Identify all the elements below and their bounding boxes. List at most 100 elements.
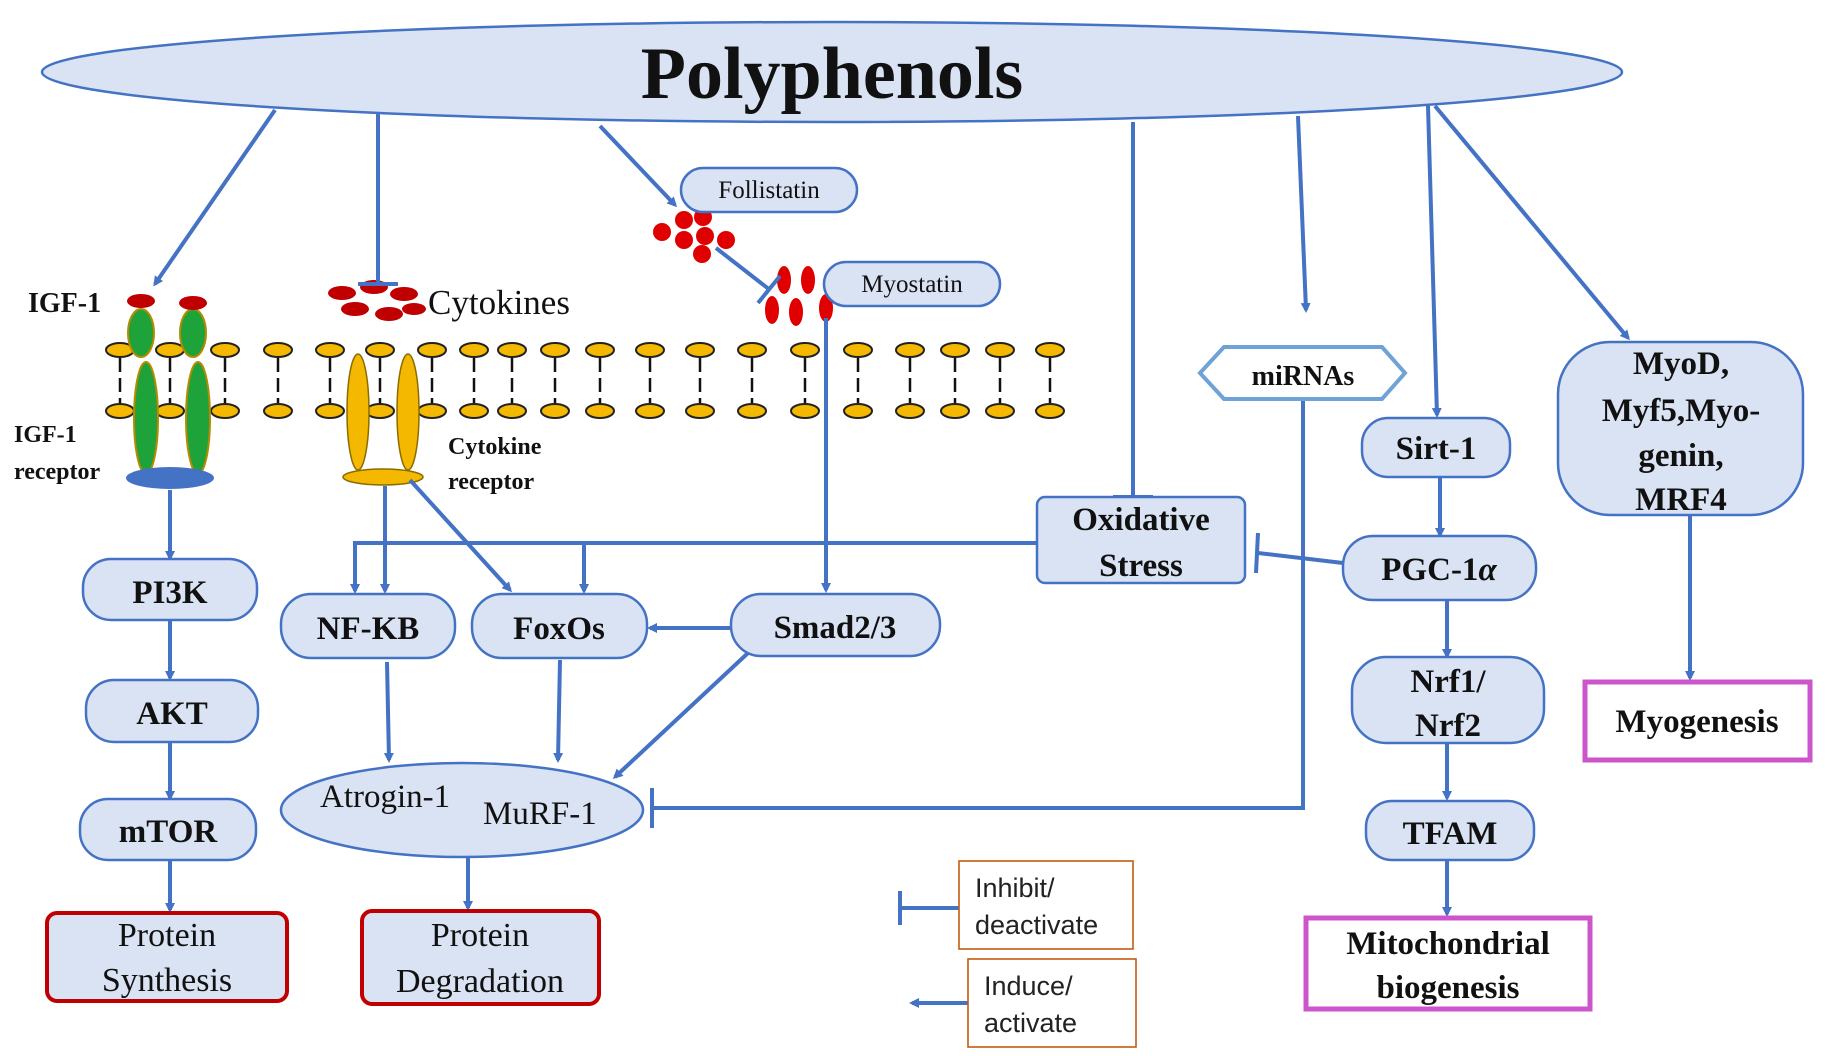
lipid-head-icon <box>263 342 293 358</box>
lipid-head-icon <box>417 403 447 419</box>
foxos-node: FoxOs <box>470 592 649 660</box>
myostatin-node: Myostatin <box>822 260 1002 308</box>
nrf-node: Nrf1/ Nrf2 <box>1350 655 1546 745</box>
lipid-head-icon <box>155 342 185 358</box>
lipid-molecule-icon <box>895 342 925 419</box>
lipid-head-icon <box>790 342 820 358</box>
lipid-head-icon <box>843 403 873 419</box>
mirnas-label: miRNAs <box>1252 361 1355 392</box>
lipid-head-icon <box>940 403 970 419</box>
lipid-head-icon <box>985 342 1015 358</box>
lipid-head-icon <box>635 342 665 358</box>
mtor-node: mTOR <box>78 797 258 862</box>
protein-degradation-outcome: Protein Degradation <box>360 909 601 1006</box>
nrf-label-line1: Nrf1/ <box>1410 664 1486 700</box>
pgc1a-node: PGC-1α <box>1341 534 1538 602</box>
foxos-label: FoxOs <box>513 611 605 647</box>
myostatin-cluster-icon <box>765 266 833 326</box>
cytokine-receptor-label-line2: receptor <box>448 469 535 495</box>
lipid-head-icon <box>315 403 345 419</box>
lipid-head-icon <box>737 342 767 358</box>
igf1-label: IGF-1 <box>28 288 101 319</box>
lipid-head-icon <box>210 403 240 419</box>
nrf-label-line2: Nrf2 <box>1415 708 1481 744</box>
edge-mirnas-atrogin <box>652 383 1305 810</box>
lipid-head-icon <box>365 403 395 419</box>
sirt1-label: Sirt-1 <box>1396 431 1477 467</box>
mitochondrial-label-line2: biogenesis <box>1376 970 1519 1006</box>
legend-induce-label-line2: activate <box>984 1008 1077 1038</box>
igf1-receptor-label-line2: receptor <box>14 459 101 485</box>
lipid-head-icon <box>940 342 970 358</box>
lipid-molecule-icon <box>540 342 570 419</box>
lipid-head-icon <box>685 403 715 419</box>
smad-node: Smad2/3 <box>729 592 942 658</box>
lipid-head-icon <box>155 403 185 419</box>
lipid-molecule-icon <box>365 342 395 419</box>
edge-polyphenols-myod <box>1433 104 1630 341</box>
lipid-molecule-icon <box>497 342 527 419</box>
myod-label-line1: MyoD, <box>1633 346 1729 382</box>
lipid-head-icon <box>1035 403 1065 419</box>
mtor-label: mTOR <box>119 814 219 850</box>
lipid-head-icon <box>843 342 873 358</box>
pi3k-label: PI3K <box>132 575 208 611</box>
legend-induce-label-line1: Induce/ <box>984 971 1073 1001</box>
edge-polyphenols-igf1 <box>153 108 277 287</box>
legend: Inhibit/ deactivate Induce/ activate <box>898 860 1137 1048</box>
lipid-molecule-icon <box>459 342 489 419</box>
lipid-molecule-icon <box>1035 342 1065 419</box>
edge-nfkb-atrogin <box>383 661 394 763</box>
protein-synthesis-label-line1: Protein <box>118 917 216 954</box>
edge-polyphenols-follistatin <box>598 124 678 208</box>
lipid-head-icon <box>895 403 925 419</box>
legend-inhibit: Inhibit/ deactivate <box>898 860 1134 950</box>
edge-polyphenols-sirt1 <box>1426 105 1442 418</box>
akt-label: AKT <box>136 696 208 732</box>
lipid-molecule-icon <box>635 342 665 419</box>
pgc1a-label: PGC-1α <box>1381 552 1497 588</box>
edge-foxos-atrogin <box>553 659 564 763</box>
lipid-molecule-icon <box>417 342 447 419</box>
lipid-head-icon <box>540 403 570 419</box>
cytokines-label: Cytokines <box>428 283 570 322</box>
lipid-head-icon <box>540 342 570 358</box>
edge-pgc-oxidative <box>1257 551 1344 565</box>
lipid-head-icon <box>790 403 820 419</box>
lipid-head-icon <box>985 403 1015 419</box>
lipid-head-icon <box>210 342 240 358</box>
oxidative-stress-label-line1: Oxidative <box>1072 502 1210 538</box>
protein-degradation-label-line2: Degradation <box>396 963 564 1000</box>
follistatin-label: Follistatin <box>718 177 820 204</box>
lipid-head-icon <box>497 403 527 419</box>
lipid-head-icon <box>459 342 489 358</box>
nfkb-label: NF-KB <box>317 611 420 647</box>
akt-node: AKT <box>84 678 260 744</box>
lipid-head-icon <box>365 342 395 358</box>
lipid-molecule-icon <box>105 342 135 419</box>
lipid-molecule-icon <box>737 342 767 419</box>
oxidative-stress-label-line2: Stress <box>1099 548 1183 584</box>
igf1-ligand-icon <box>127 294 207 310</box>
lipid-molecule-icon <box>685 342 715 419</box>
lipid-molecule-icon <box>210 342 240 419</box>
lipid-head-icon <box>585 403 615 419</box>
protein-synthesis-outcome: Protein Synthesis <box>45 911 289 1003</box>
lipid-head-icon <box>1035 342 1065 358</box>
lipid-molecule-icon <box>843 342 873 419</box>
lipid-head-icon <box>105 403 135 419</box>
tfam-node: TFAM <box>1364 799 1536 862</box>
lipid-molecule-icon <box>790 342 820 419</box>
murf-label: MuRF-1 <box>483 796 597 832</box>
myod-label-line3: genin, <box>1638 438 1723 474</box>
cytokines-icon <box>328 280 426 321</box>
myostatin-label: Myostatin <box>861 271 963 298</box>
igf1-receptor-label-line1: IGF-1 <box>14 422 77 448</box>
lipid-molecule-icon <box>985 342 1015 419</box>
edge-follistatin-myostatin-bar <box>756 274 782 305</box>
tfam-label: TFAM <box>1403 816 1498 852</box>
lipid-molecule-icon <box>940 342 970 419</box>
lipid-head-icon <box>417 342 447 358</box>
igf1-receptor-icon <box>126 308 214 489</box>
